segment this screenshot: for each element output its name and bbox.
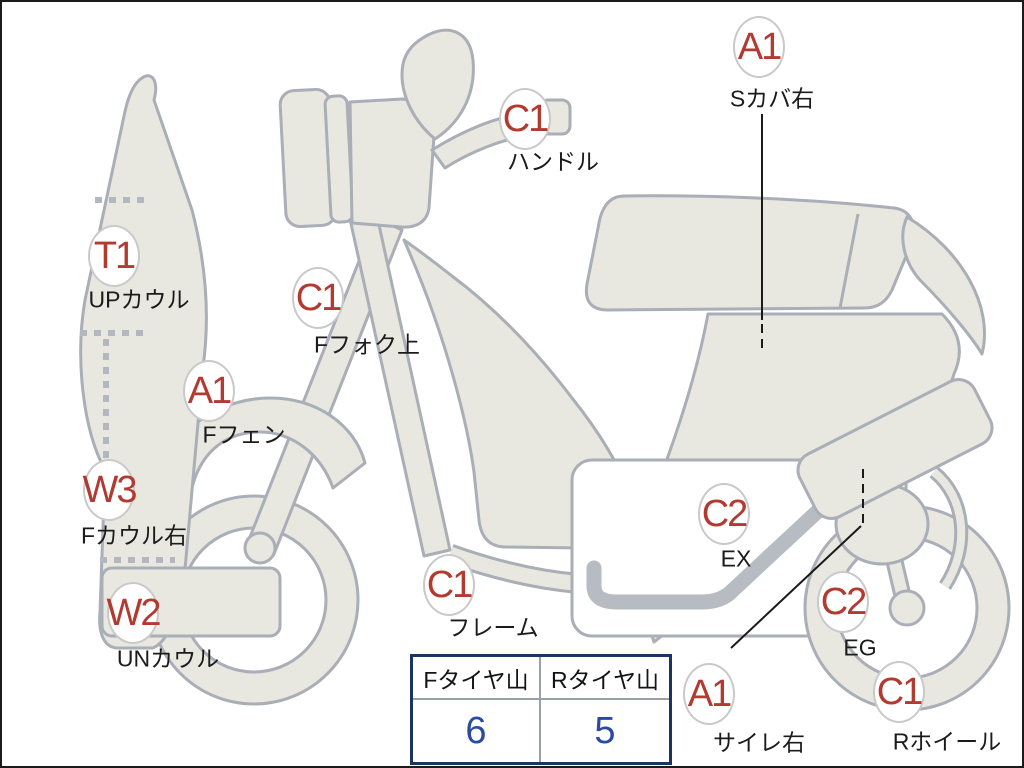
mirror xyxy=(400,28,475,141)
callout-label-frame: フレーム xyxy=(447,614,539,641)
exhaust-pipe xyxy=(586,490,840,610)
callout-f-cowl-right: W3 xyxy=(83,459,138,521)
callout-un-cowl: W2 xyxy=(107,582,162,644)
callout-ex: C2 xyxy=(698,483,750,545)
callout-up-cowl: T1 xyxy=(88,225,140,287)
callout-label-handle: ハンドル xyxy=(507,148,599,175)
callout-label-ex: EX xyxy=(720,545,752,572)
r-tire-tread-header: Rタイヤ山 xyxy=(541,657,669,700)
cowl-panel-split-lines xyxy=(80,197,175,563)
callout-s-cover-right: A1 xyxy=(733,16,785,78)
callout-eg: C2 xyxy=(817,571,869,633)
r-tire-tread-value: 5 xyxy=(594,709,616,752)
callout-r-wheel: C1 xyxy=(873,661,925,723)
pointer-line-silencer xyxy=(730,525,862,649)
callout-label-silencer-right: サイレ右 xyxy=(713,729,805,756)
callout-label-r-wheel: Rホイール xyxy=(892,728,1002,755)
tire-tread-table: Fタイヤ山 Rタイヤ山 6 5 xyxy=(410,654,672,765)
tail-grab-rail xyxy=(901,215,987,356)
callout-label-f-fork-upper: Fフォク上 xyxy=(313,331,421,358)
callout-label-eg: EG xyxy=(843,634,877,661)
callout-label-f-cowl-right: Fカウル右 xyxy=(80,522,188,549)
f-tire-tread-header: Fタイヤ山 xyxy=(413,657,541,700)
callout-f-fork-upper: C1 xyxy=(292,267,344,329)
callout-label-s-cover-right: Sカバ右 xyxy=(729,85,815,112)
f-tire-tread-value: 6 xyxy=(413,700,541,762)
callout-silencer-right: A1 xyxy=(683,663,735,725)
callout-frame: C1 xyxy=(423,554,475,616)
muffler xyxy=(796,378,994,520)
callout-handle: C1 xyxy=(499,88,551,150)
callout-label-up-cowl: UPカウル xyxy=(88,286,190,313)
front-hub xyxy=(243,531,277,565)
seat xyxy=(584,194,916,312)
callout-f-fender: A1 xyxy=(183,360,235,422)
callout-label-un-cowl: UNカウル xyxy=(116,645,220,672)
callout-label-f-fender: Fフェン xyxy=(202,421,286,448)
